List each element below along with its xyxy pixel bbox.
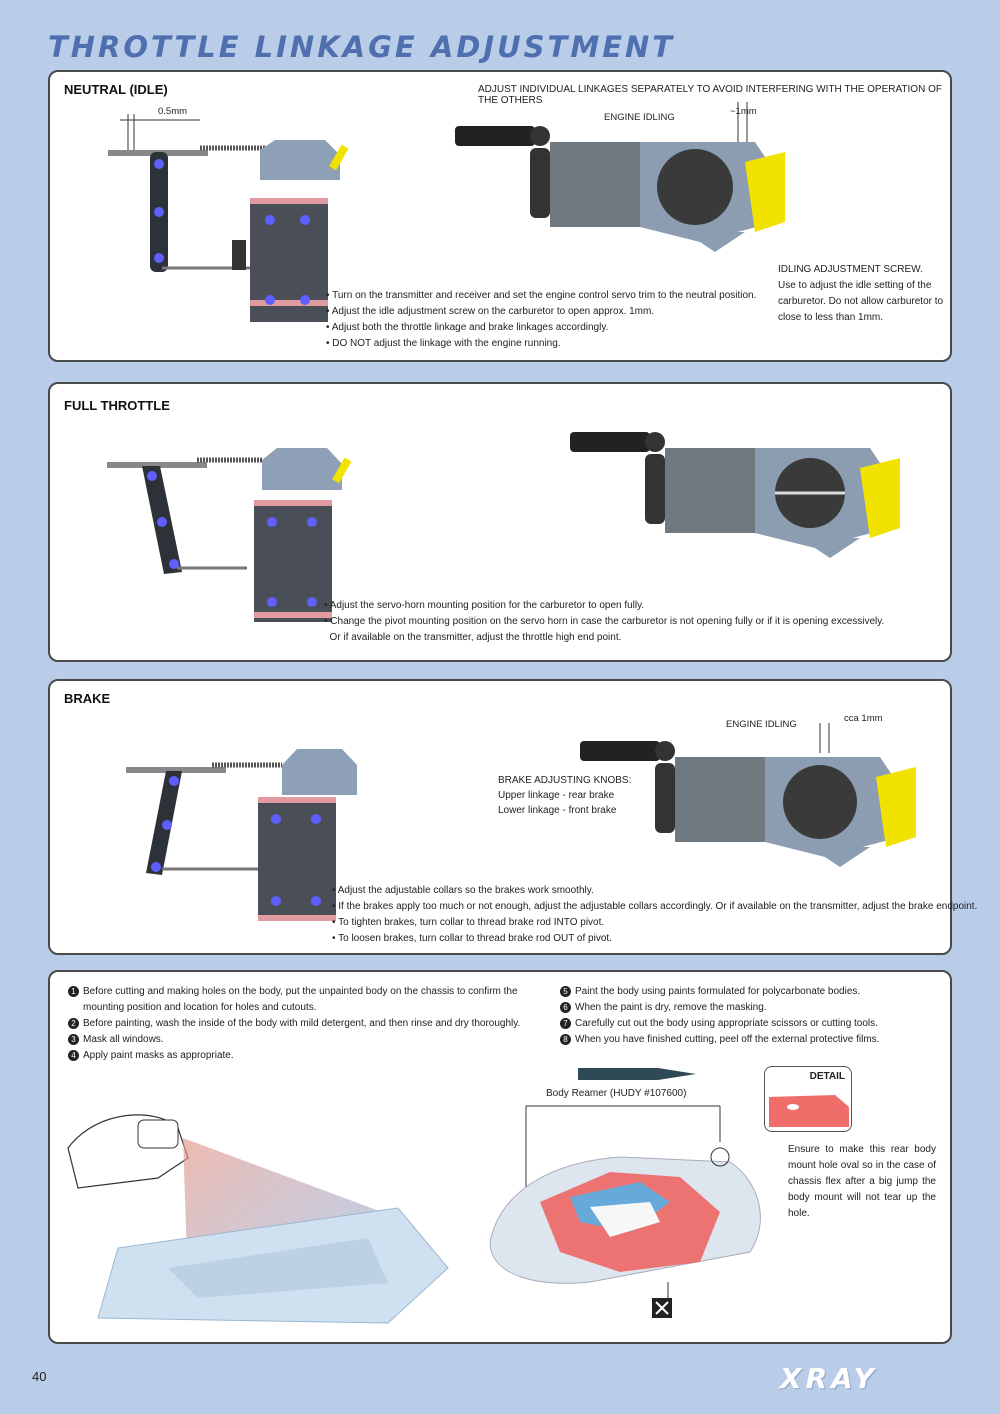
brake-bullets: • Adjust the adjustable collars so the b… xyxy=(332,883,977,947)
bullet: • If the brakes apply too much or not en… xyxy=(332,901,978,912)
neutral-bullets: • Turn on the transmitter and receiver a… xyxy=(326,288,756,352)
bullet: • DO NOT adjust the linkage with the eng… xyxy=(326,338,561,349)
knobs-upper: Upper linkage - rear brake xyxy=(498,790,615,801)
body-reamer-icon xyxy=(578,1068,696,1080)
screw-line-3: close to less than 1mm. xyxy=(778,312,884,323)
step-number: 2 xyxy=(68,1017,79,1029)
page-number: 40 xyxy=(32,1369,47,1384)
approx-label: ~1mm xyxy=(730,106,757,117)
brake-knobs-note: BRAKE ADJUSTING KNOBS: Upper linkage - r… xyxy=(498,773,631,818)
scissors-icon xyxy=(652,1298,672,1318)
bullet: • To loosen brakes, turn collar to threa… xyxy=(332,933,612,944)
page-title: THROTTLE LINKAGE ADJUSTMENT xyxy=(48,30,676,64)
detail-callout: DETAIL xyxy=(764,1066,852,1132)
step-number: 4 xyxy=(68,1049,79,1061)
bullet: • Turn on the transmitter and receiver a… xyxy=(326,290,757,301)
carburetor-full-illustration xyxy=(570,432,900,558)
carburetor-idle-illustration xyxy=(455,102,785,252)
full-bullets: • Adjust the servo-horn mounting positio… xyxy=(324,598,884,646)
screw-line-1: Use to adjust the idle setting of the xyxy=(778,280,932,291)
screw-line-2: carburetor. Do not allow carburetor to xyxy=(778,296,944,307)
linkage-note: ADJUST INDIVIDUAL LINKAGES SEPARATELY TO… xyxy=(478,84,942,106)
xray-logo: XRAY xyxy=(780,1362,878,1395)
brake-heading: BRAKE xyxy=(64,691,111,706)
dim-label: 0.5mm xyxy=(158,106,188,117)
neutral-panel: NEUTRAL (IDLE) ADJUST INDIVIDUAL LINKAGE… xyxy=(48,70,952,362)
full-heading: FULL THROTTLE xyxy=(64,398,170,413)
detail-label: DETAIL xyxy=(809,1071,845,1082)
bullet: • To tighten brakes, turn collar to thre… xyxy=(332,917,605,928)
carburetor-brake-illustration xyxy=(580,723,916,867)
bullet: Or if available on the transmitter, adju… xyxy=(324,632,622,643)
bullet: • Adjust both the throttle linkage and b… xyxy=(326,322,609,333)
step-number: 8 xyxy=(560,1033,571,1045)
spray-paint-illustration xyxy=(67,1114,449,1324)
screw-title: IDLING ADJUSTMENT SCREW. xyxy=(778,264,923,275)
brake-engine-idling: ENGINE IDLING xyxy=(726,719,797,730)
painted-body-illustration xyxy=(489,1105,761,1312)
step-item: mounting position and location for holes… xyxy=(83,1002,317,1013)
neutral-heading: NEUTRAL (IDLE) xyxy=(64,82,168,97)
brake-panel: BRAKE ENGINE IDLING cca 1mm BRAKE ADJUST… xyxy=(48,679,977,955)
step-number: 5 xyxy=(560,985,571,997)
knobs-title: BRAKE ADJUSTING KNOBS: xyxy=(498,775,632,786)
bullet: • Adjust the adjustable collars so the b… xyxy=(332,885,594,896)
step-number: 6 xyxy=(560,1001,571,1013)
cca-label: cca 1mm xyxy=(844,713,883,724)
reamer-label: Body Reamer (HUDY #107600) xyxy=(546,1088,687,1099)
servo-linkage-brake-illustration xyxy=(126,749,357,921)
engine-idling-label: ENGINE IDLING xyxy=(604,112,675,123)
detail-text: Ensure to make this rear body mount hole… xyxy=(788,1144,936,1219)
detail-body-closeup xyxy=(769,1095,849,1127)
idle-screw-note: IDLING ADJUSTMENT SCREW. Use to adjust t… xyxy=(778,262,943,326)
servo-linkage-full-illustration xyxy=(107,448,352,622)
step-number: 7 xyxy=(560,1017,571,1029)
servo-linkage-illustration xyxy=(108,114,349,322)
step-number: 1 xyxy=(68,985,79,997)
bullet: • Adjust the servo-horn mounting positio… xyxy=(324,600,645,611)
bullet: • Change the pivot mounting position on … xyxy=(324,616,885,627)
knobs-lower: Lower linkage - front brake xyxy=(498,805,617,816)
bullet: • Adjust the idle adjustment screw on th… xyxy=(326,306,655,317)
full-throttle-panel: FULL THROTTLE • Adjust the servo-horn mo… xyxy=(48,382,952,662)
step-number: 3 xyxy=(68,1033,79,1045)
